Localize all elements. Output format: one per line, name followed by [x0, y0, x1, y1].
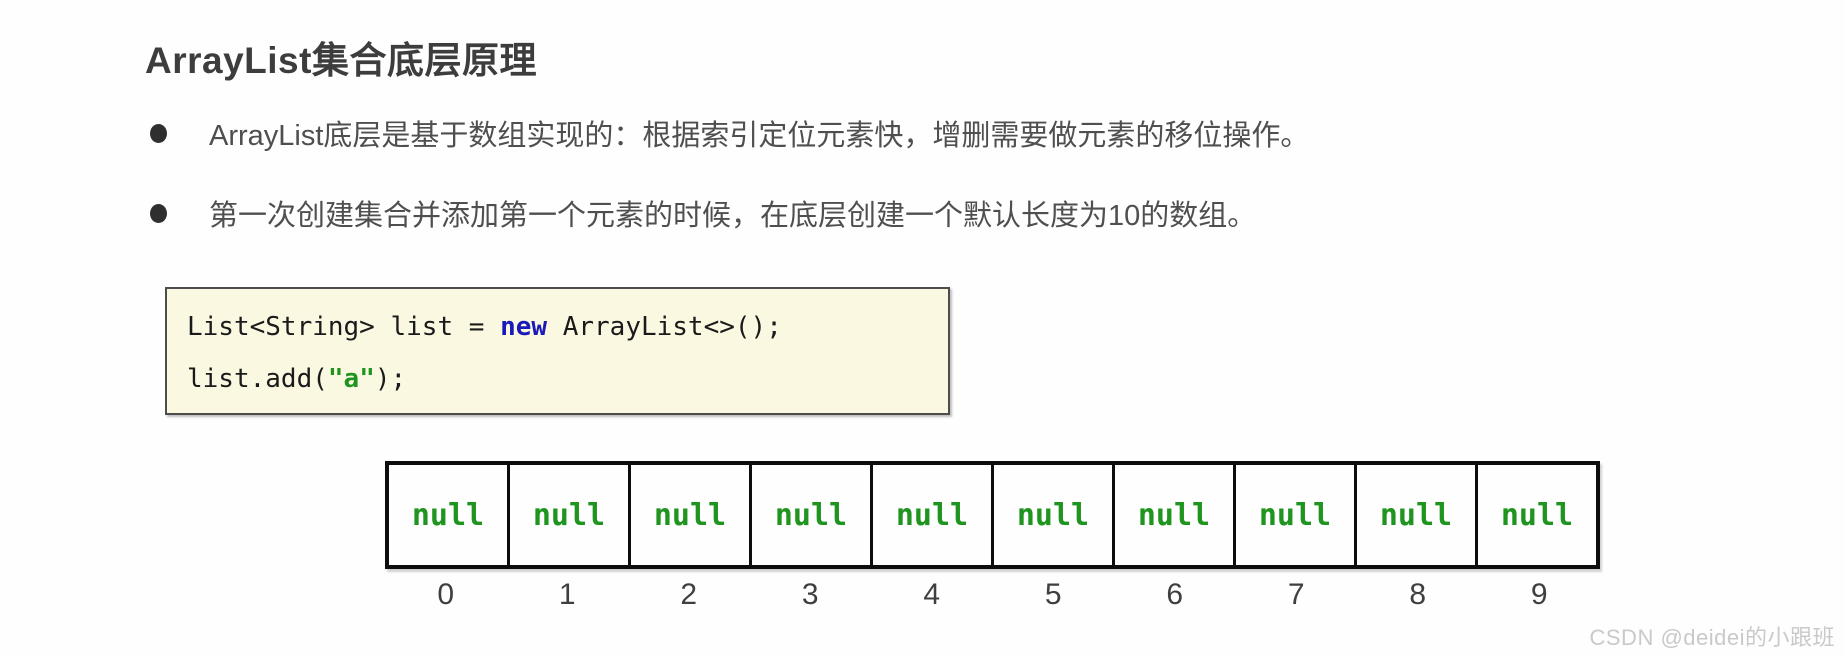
array-index-label: 0	[437, 578, 455, 611]
array-cell: null	[631, 465, 752, 565]
array-index-label: 4	[923, 578, 941, 611]
code-line: List<String> list = new ArrayList<>();	[187, 301, 948, 353]
bullet-text: 第一次创建集合并添加第一个元素的时候，在底层创建一个默认长度为10的数组。	[209, 200, 1257, 232]
array-cell: null	[994, 465, 1115, 565]
array-index-label: 7	[1287, 578, 1305, 611]
code-token-plain: );	[374, 364, 407, 394]
code-token-string: "a"	[327, 364, 375, 394]
array-index-label: 1	[558, 578, 576, 611]
array-cell: null	[510, 465, 631, 565]
array-index-label: 2	[680, 578, 698, 611]
code-token-plain: list.add(	[187, 364, 328, 394]
array-cell: null	[389, 465, 510, 565]
array-index-row: 0 1 2 3 4 5 6 7 8 9	[385, 578, 1600, 618]
code-line: list.add("a");	[187, 353, 948, 405]
array-cell: null	[1115, 465, 1236, 565]
array-cell: null	[873, 465, 994, 565]
array-cell: null	[1236, 465, 1357, 565]
watermark: CSDN @deidei的小跟班	[1589, 625, 1835, 650]
bullet-dot-icon	[150, 123, 167, 143]
array-index-label: 5	[1044, 578, 1062, 611]
array-index-label: 9	[1530, 578, 1548, 611]
array-cell: null	[752, 465, 873, 565]
bullet-dot-icon	[150, 203, 167, 223]
code-token-plain: ArrayList<>();	[547, 312, 782, 342]
bullet-item: ArrayList底层是基于数组实现的：根据索引定位元素快，增删需要做元素的移位…	[150, 112, 1309, 154]
code-block: List<String> list = new ArrayList<>();li…	[165, 287, 950, 415]
page-title: ArrayList集合底层原理	[145, 40, 537, 81]
array-cell: null	[1357, 465, 1478, 565]
array-cell: null	[1478, 465, 1596, 565]
array-index-label: 6	[1166, 578, 1184, 611]
code-token-keyword: new	[500, 312, 548, 342]
array-index-label: 8	[1409, 578, 1427, 611]
code-token-plain: List<String> list =	[187, 312, 501, 342]
bullet-text: ArrayList底层是基于数组实现的：根据索引定位元素快，增删需要做元素的移位…	[209, 120, 1310, 152]
bullet-item: 第一次创建集合并添加第一个元素的时候，在底层创建一个默认长度为10的数组。	[150, 192, 1256, 234]
array-index-label: 3	[801, 578, 819, 611]
